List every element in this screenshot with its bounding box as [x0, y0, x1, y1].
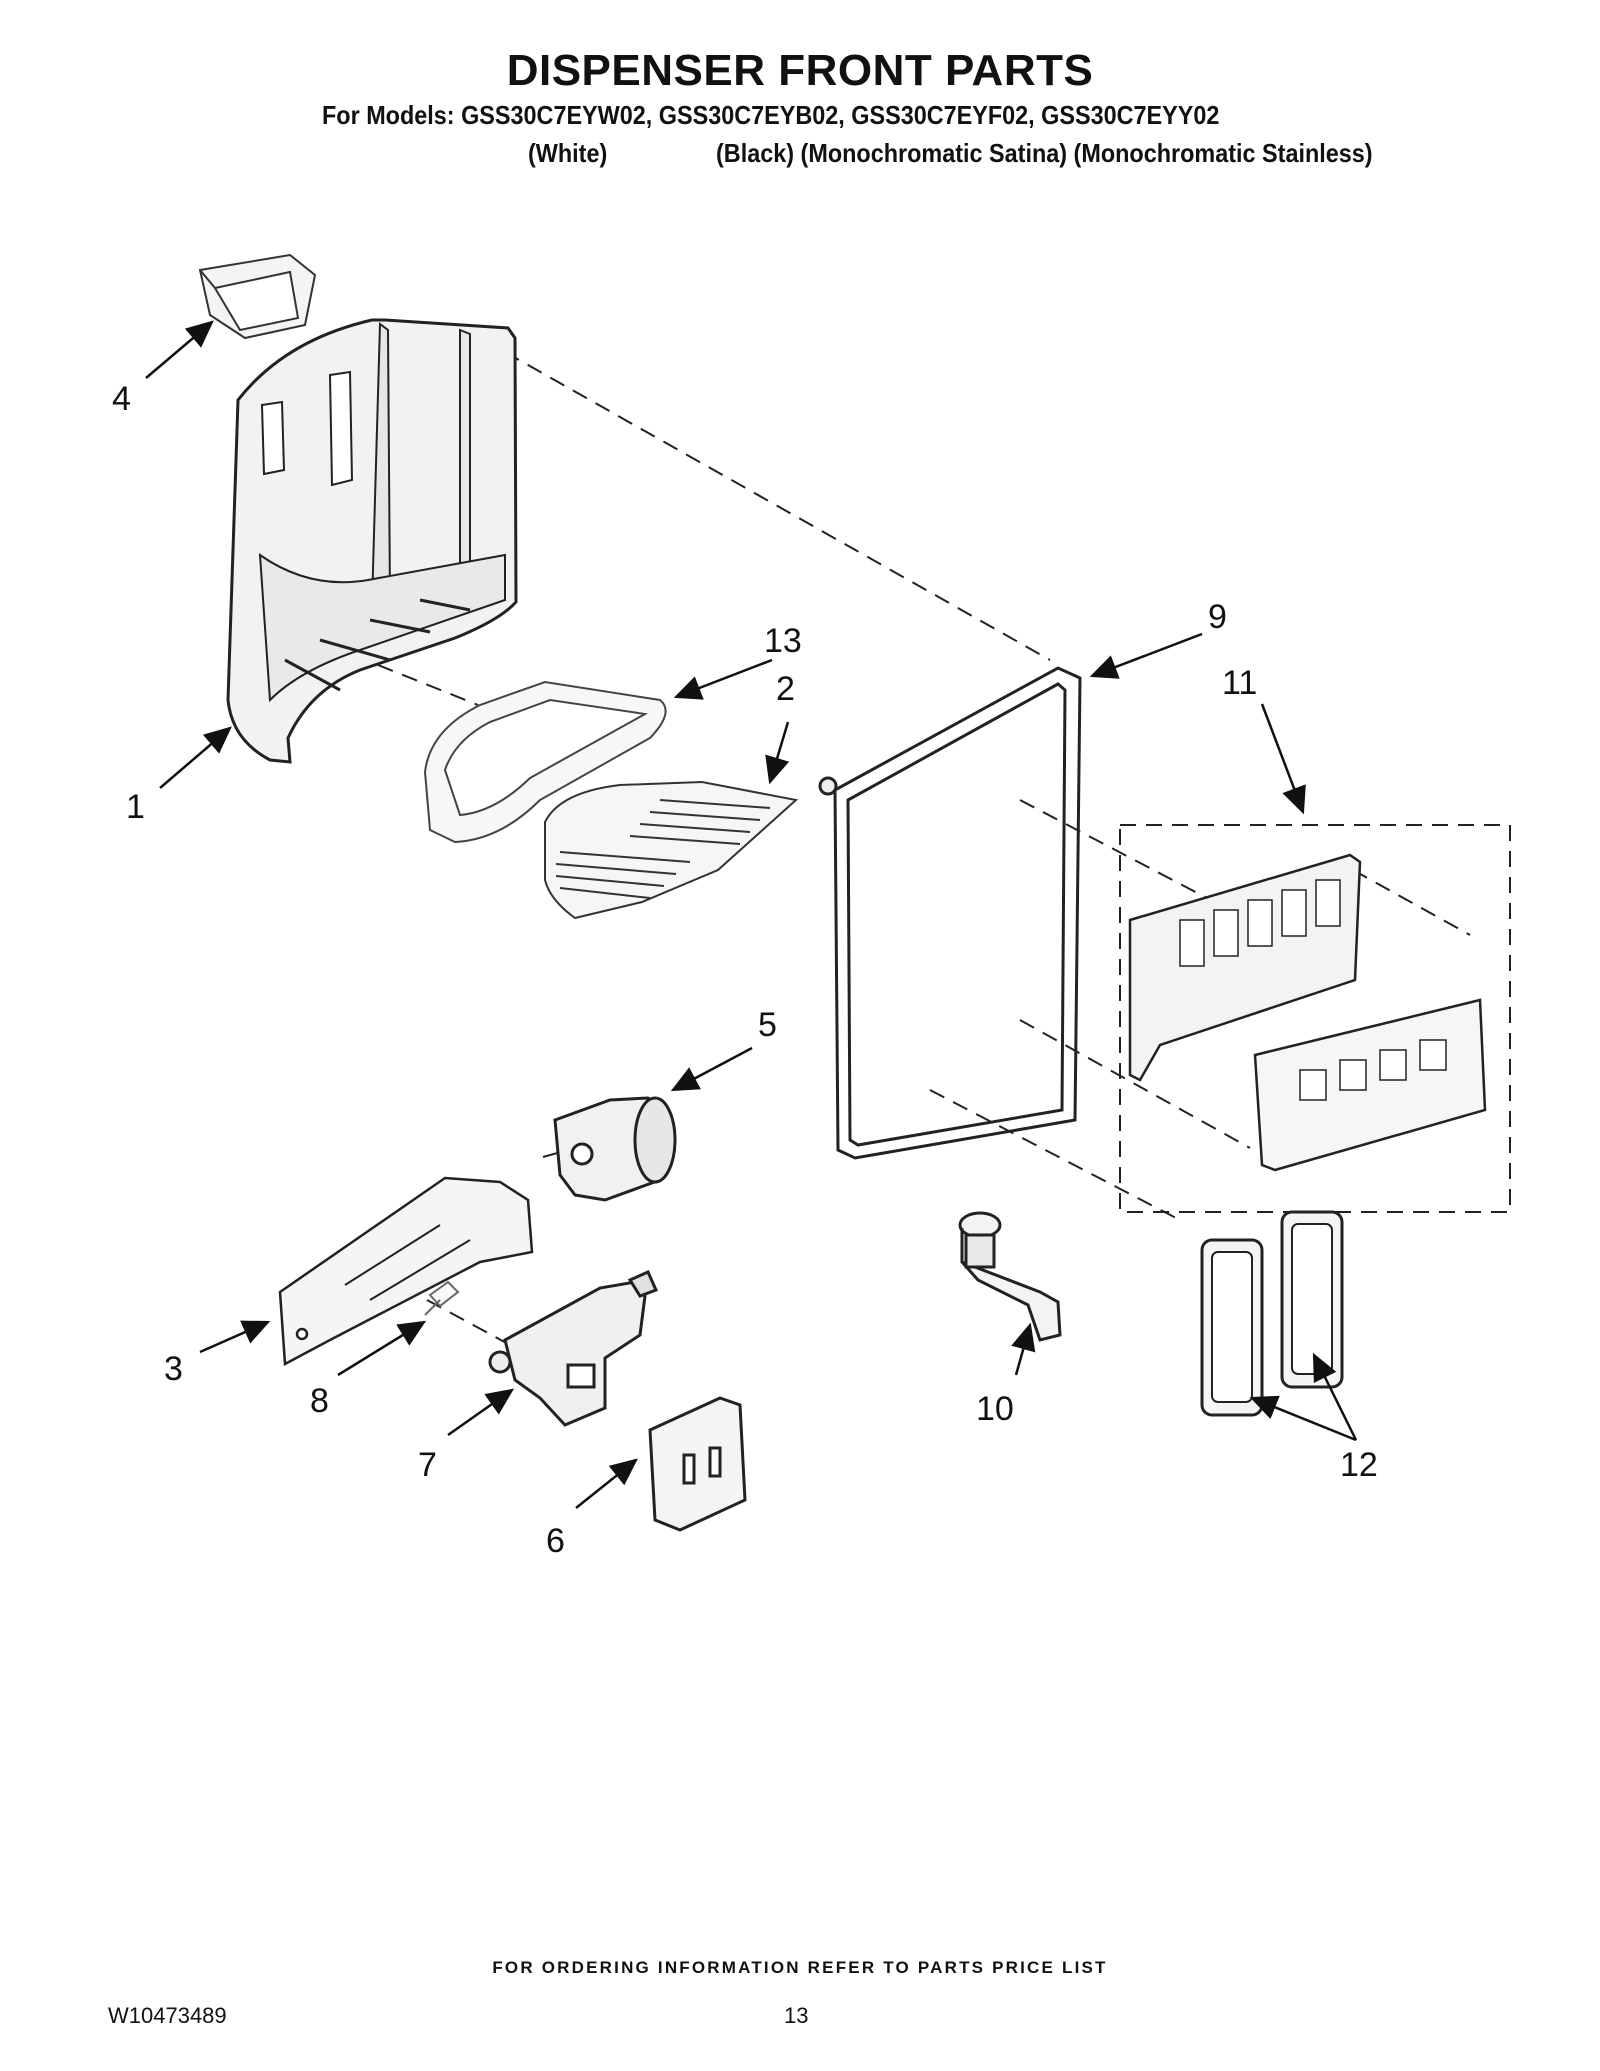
document-number: W10473489	[108, 2003, 227, 2028]
callout-7: 7	[418, 1446, 437, 1484]
callout-1: 1	[126, 788, 145, 826]
callout-labels: 1 2 3 4 5 6 7 8 9 10 11 12 13	[112, 380, 1378, 1560]
part-4-cup	[198, 253, 317, 340]
callout-11: 11	[1222, 664, 1257, 702]
callout-12: 12	[1340, 1446, 1378, 1484]
assembly-lines	[377, 351, 1471, 1346]
color-white-label: (White)	[528, 138, 608, 168]
callout-9: 9	[1208, 598, 1227, 636]
ordering-note: FOR ORDERING INFORMATION REFER TO PARTS …	[492, 1958, 1108, 1977]
part-9-frame	[818, 666, 1082, 1160]
part-2-grille	[544, 780, 799, 920]
models-line: For Models: GSS30C7EYW02, GSS30C7EYB02, …	[322, 100, 1220, 130]
callout-5: 5	[758, 1006, 777, 1044]
leader-arrows	[145, 320, 1358, 1509]
color-variants-label: (Black) (Monochromatic Satina) (Monochro…	[716, 138, 1373, 168]
callout-2: 2	[776, 670, 795, 708]
page-title: DISPENSER FRONT PARTS	[506, 46, 1094, 95]
page-number: 13	[784, 2003, 809, 2028]
part-1-housing	[226, 318, 518, 764]
part-13-drip-tray	[423, 680, 667, 844]
part-11-control-panel	[1253, 998, 1487, 1172]
callout-6: 6	[546, 1522, 565, 1560]
part-3-bracket	[278, 1176, 534, 1367]
part-10-fitting	[958, 1211, 1062, 1342]
callout-10: 10	[976, 1390, 1014, 1428]
callout-8: 8	[310, 1382, 329, 1420]
part-12-buttons	[1200, 1210, 1344, 1417]
callout-4: 4	[112, 380, 131, 418]
part-8-screw	[424, 1280, 460, 1316]
part-6-pad	[648, 1396, 747, 1532]
part-11-control-housing	[1128, 853, 1362, 1082]
callout-13: 13	[764, 622, 802, 660]
part-7-paddle	[488, 1270, 659, 1427]
part-5-motor	[553, 1096, 677, 1202]
callout-3: 3	[164, 1350, 183, 1388]
